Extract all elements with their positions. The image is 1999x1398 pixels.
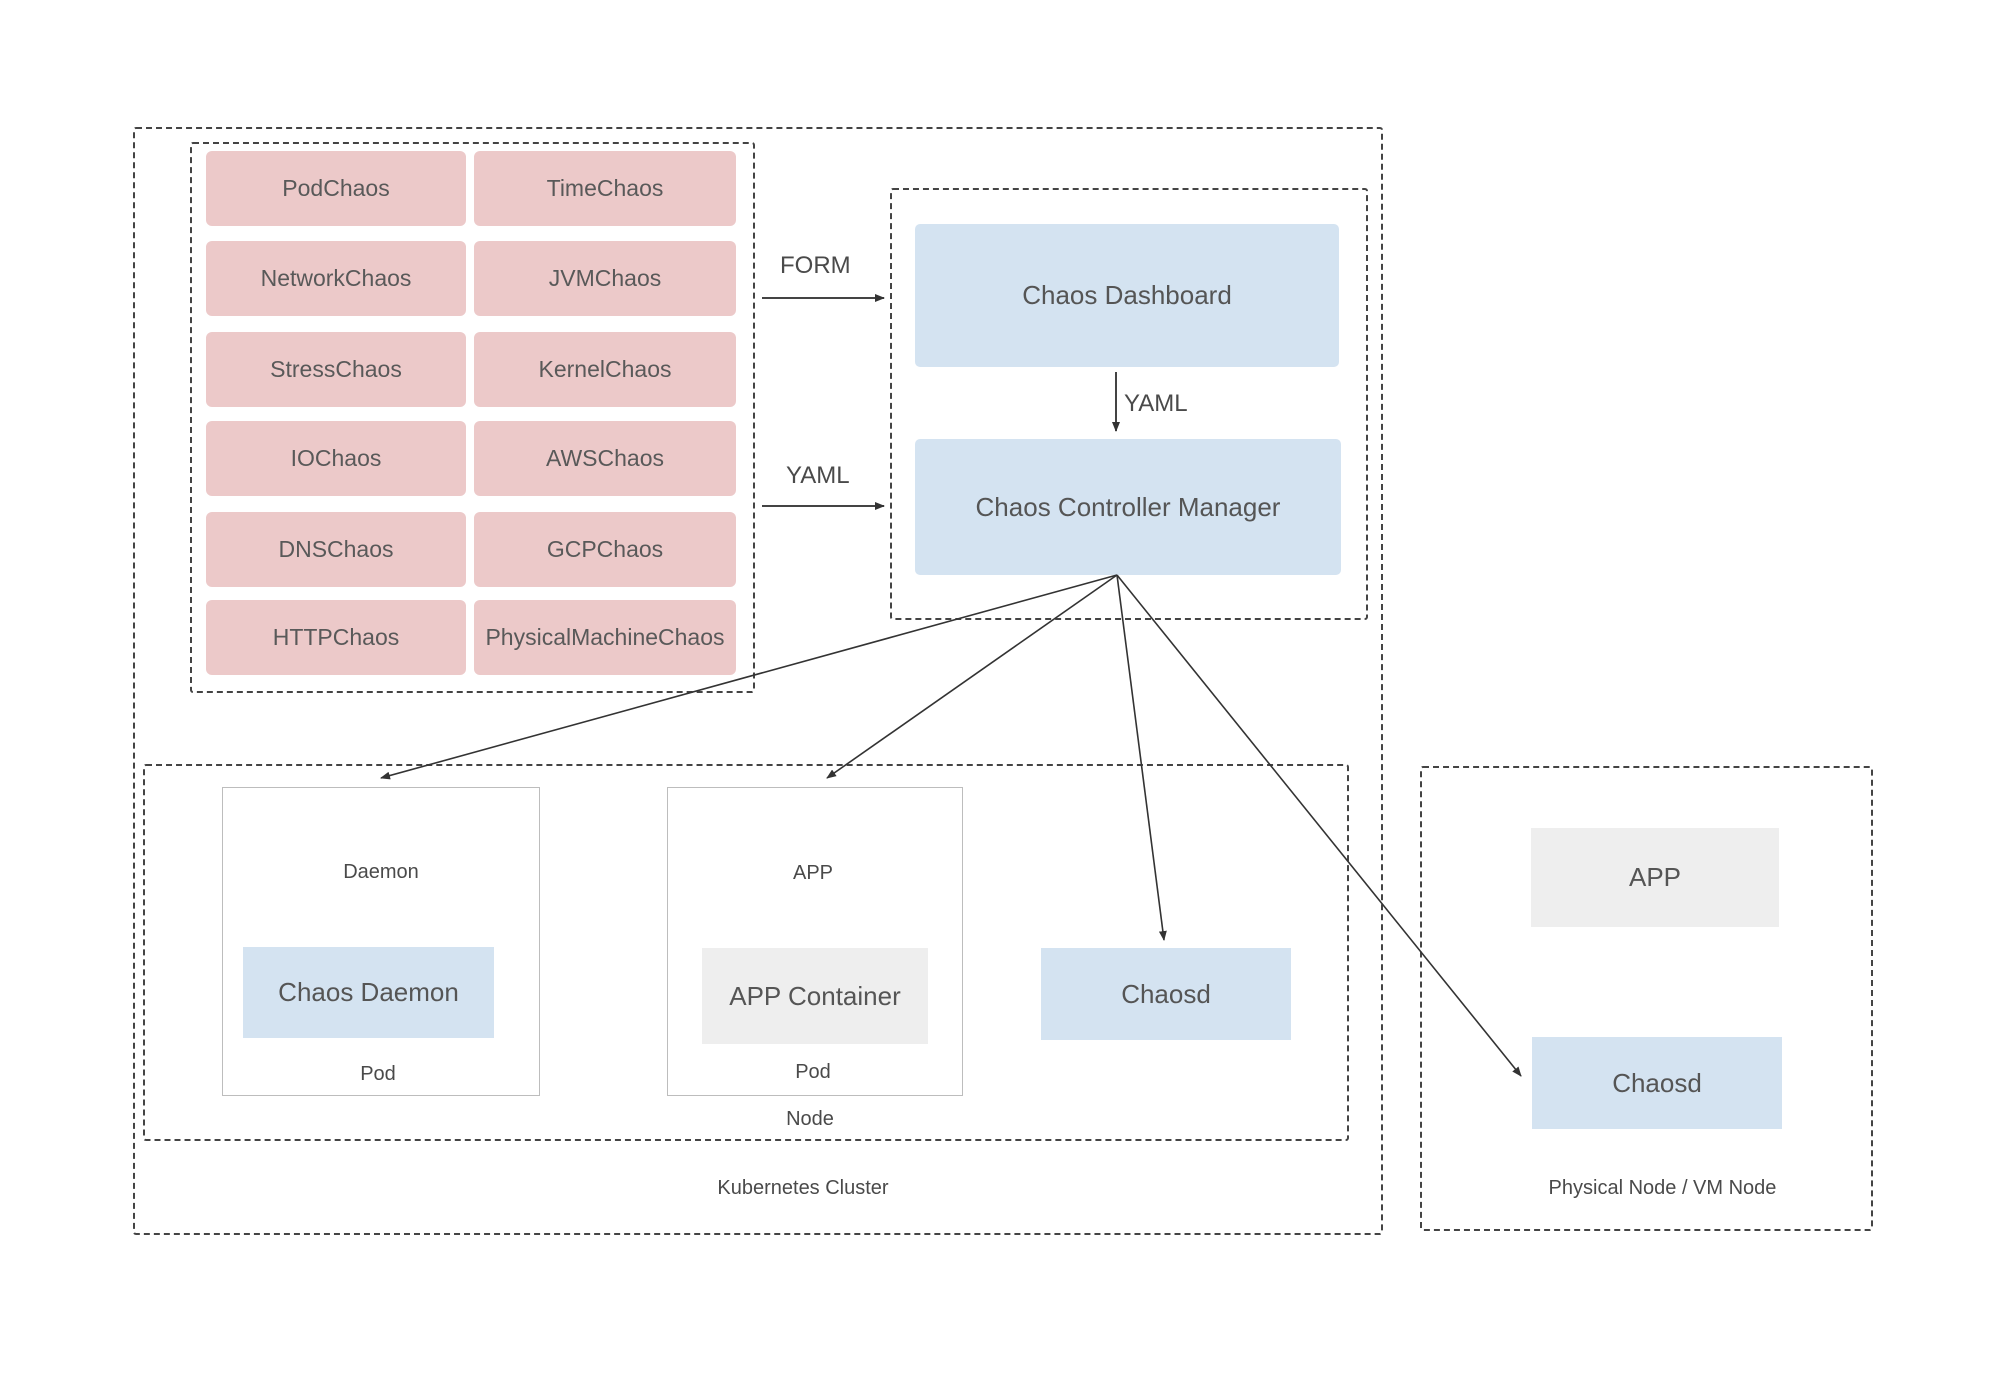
yaml-edge-label: YAML [786,462,850,489]
chaos-type-awschaos: AWSChaos [474,421,736,496]
chaos-type-physicalmachinechaos: PhysicalMachineChaos [474,600,736,675]
daemon-pod-label: Pod [360,1063,396,1085]
physical-node-label: Physical Node / VM Node [1548,1177,1777,1199]
app-container-label: APP Container [729,980,901,1011]
daemon-pod-title: Daemon [343,861,419,883]
chaos-type-httpchaos: HTTPChaos [206,600,466,675]
chaos-dashboard: Chaos Dashboard [915,224,1339,367]
chaos-type-gcpchaos: GCPChaos [474,512,736,587]
physical-node-app: APP [1531,828,1779,927]
chaos-dashboard-label: Chaos Dashboard [1022,280,1232,310]
chaos-type-podchaos: PodChaos [206,151,466,226]
node-chaosd-label: Chaosd [1121,978,1211,1009]
chaos-controller-manager: Chaos Controller Manager [915,439,1341,575]
node-chaosd: Chaosd [1041,948,1291,1040]
app-pod [667,787,963,1096]
chaos-type-timechaos: TimeChaos [474,151,736,226]
physical-node-app-label: APP [1628,862,1682,892]
yaml-dashboard-edge-label: YAML [1124,390,1188,417]
chaos-type-jvmchaos: JVMChaos [474,241,736,316]
physical-node-chaosd: Chaosd [1532,1037,1782,1129]
physical-node-chaosd-label: Chaosd [1612,1067,1702,1098]
chaos-daemon: Chaos Daemon [243,947,494,1038]
chaos-type-dnschaos: DNSChaos [206,512,466,587]
app-pod-label: Pod [795,1061,831,1083]
daemon-pod [222,787,540,1096]
chaos-type-networkchaos: NetworkChaos [206,241,466,316]
kubernetes-cluster-label: Kubernetes Cluster [717,1177,889,1199]
chaos-type-iochaos: IOChaos [206,421,466,496]
chaos-daemon-label: Chaos Daemon [278,977,459,1007]
app-container: APP Container [702,948,928,1044]
node-label: Node [786,1108,834,1130]
chaos-type-stresschaos: StressChaos [206,332,466,407]
form-edge-label: FORM [780,252,851,279]
chaos-type-kernelchaos: KernelChaos [474,332,736,407]
chaos-controller-manager-label: Chaos Controller Manager [975,491,1281,522]
app-pod-title: APP [792,862,834,884]
